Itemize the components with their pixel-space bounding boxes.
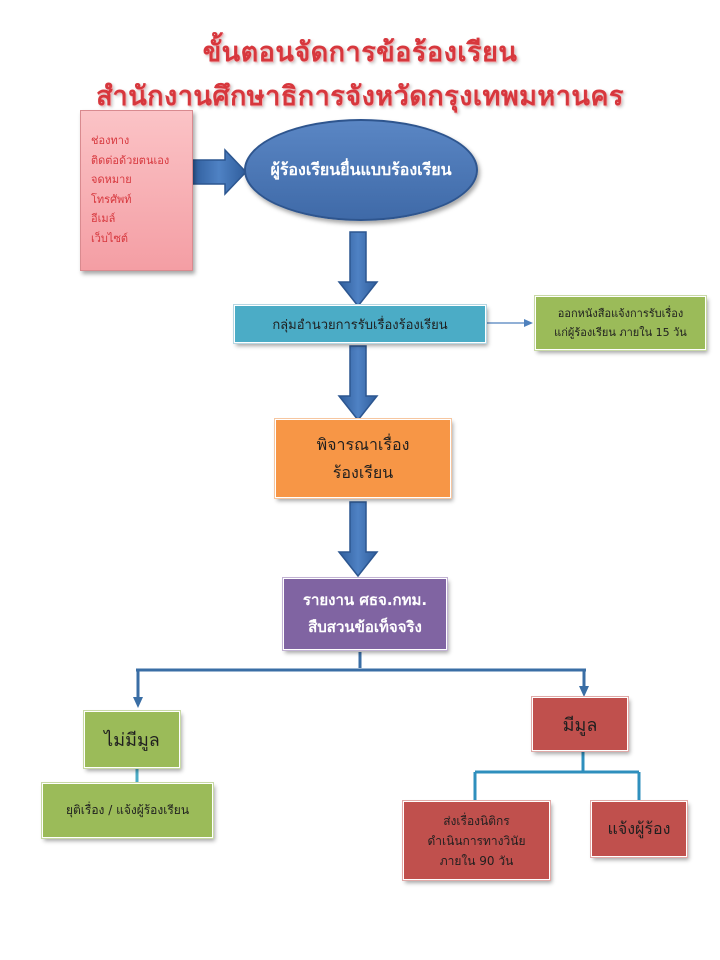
legal-line2: ดำเนินการทางวินัย bbox=[427, 833, 526, 848]
has-merit-label: มีมูล bbox=[562, 714, 598, 736]
channel-letter: จดหมาย bbox=[91, 173, 132, 186]
submit-complaint-ellipse: ผู้ร้องเรียนยื่นแบบร้องเรียน bbox=[244, 119, 478, 221]
notify-receipt-box: ออกหนังสือแจ้งการรับเรื่อง แก่ผู้ร้องเรี… bbox=[534, 295, 707, 351]
legal-line1: ส่งเรื่องนิติกร bbox=[443, 813, 510, 828]
receive-complaint-label: กลุ่มอำนวยการรับเรื่องร้องเรียน bbox=[272, 317, 448, 333]
notify-complainant-label: แจ้งผู้ร้อง bbox=[607, 818, 671, 838]
arrow-receive-to-consider bbox=[337, 345, 379, 422]
submit-complaint-label: ผู้ร้องเรียนยื่นแบบร้องเรียน bbox=[270, 159, 452, 179]
no-merit-box: ไม่มีมูล bbox=[83, 710, 181, 769]
arrow-channels-to-submit bbox=[191, 148, 248, 196]
legal-action-box: ส่งเรื่องนิติกร ดำเนินการทางวินัย ภายใน … bbox=[402, 800, 551, 881]
consider-line1: พิจารณาเรื่อง bbox=[316, 434, 410, 454]
consider-complaint-box: พิจารณาเรื่อง ร้องเรียน bbox=[274, 418, 452, 499]
arrow-to-no-merit bbox=[133, 697, 143, 708]
legal-line3: ภายใน 90 วัน bbox=[439, 853, 514, 868]
arrow-consider-to-report bbox=[337, 501, 379, 578]
arrow-to-has-merit bbox=[579, 686, 589, 697]
report-line2: สืบสวนข้อเท็จจริง bbox=[308, 618, 422, 636]
close-case-label: ยุติเรื่อง / แจ้งผู้ร้องเรียน bbox=[65, 803, 190, 817]
receive-complaint-box: กลุ่มอำนวยการรับเรื่องร้องเรียน bbox=[233, 304, 487, 344]
arrow-submit-to-receive bbox=[337, 231, 379, 308]
notify-receipt-line1: ออกหนังสือแจ้งการรับเรื่อง bbox=[557, 307, 684, 320]
channel-website: เว็บไซต์ bbox=[91, 231, 129, 245]
report-line1: รายงาน ศธจ.กทม. bbox=[302, 591, 428, 609]
diagram-title-line2: สำนักงานศึกษาธิการจังหวัดกรุงเทพมหานคร bbox=[96, 81, 624, 112]
channel-label: ช่องทาง bbox=[91, 134, 130, 147]
report-investigate-box: รายงาน ศธจ.กทม. สืบสวนข้อเท็จจริง bbox=[282, 577, 448, 651]
close-case-box: ยุติเรื่อง / แจ้งผู้ร้องเรียน bbox=[41, 782, 214, 839]
no-merit-label: ไม่มีมูล bbox=[104, 730, 160, 751]
consider-line2: ร้องเรียน bbox=[332, 462, 394, 482]
notify-complainant-box: แจ้งผู้ร้อง bbox=[590, 800, 688, 858]
diagram-title-line1: ขั้นตอนจัดการข้อร้องเรียน bbox=[202, 37, 518, 68]
channel-phone: โทรศัพท์ bbox=[91, 192, 132, 206]
notify-receipt-line2: แก่ผู้ร้องเรียน ภายใน 15 วัน bbox=[554, 326, 687, 339]
has-merit-box: มีมูล bbox=[531, 696, 629, 752]
channel-in-person: ติดต่อด้วยตนเอง bbox=[91, 153, 170, 167]
channels-box: ช่องทาง ติดต่อด้วยตนเอง จดหมาย โทรศัพท์ … bbox=[80, 110, 193, 271]
channel-email: อีเมล์ bbox=[91, 212, 116, 225]
